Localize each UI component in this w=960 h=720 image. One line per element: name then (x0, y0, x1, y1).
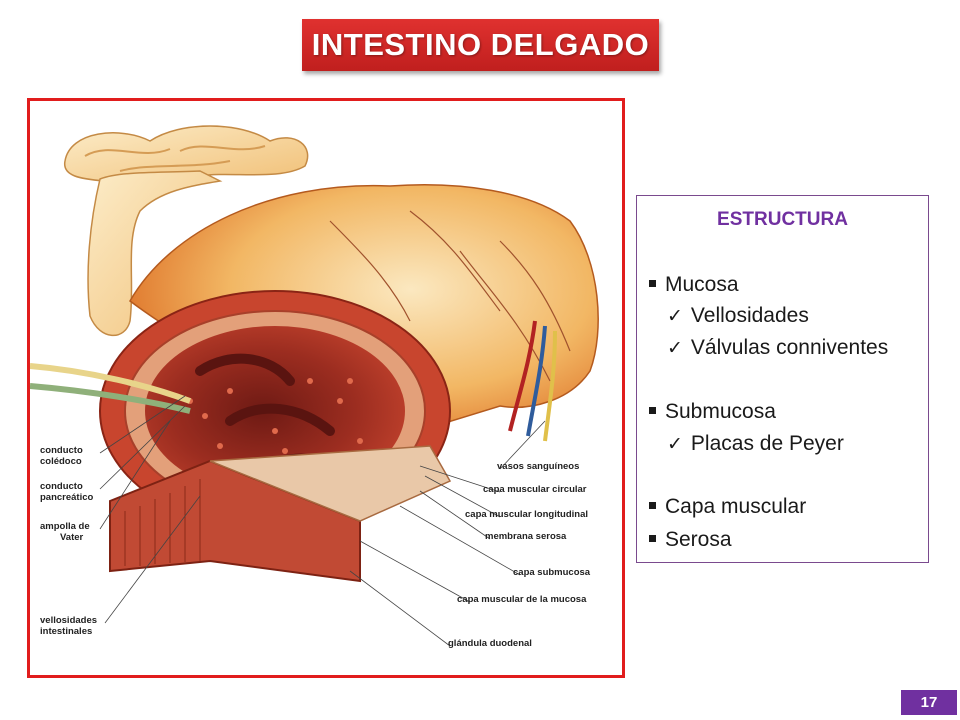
layer-cut-face (209, 445, 452, 522)
intestine-illustration-frame: conducto colédoco conducto pancreático a… (27, 98, 625, 678)
checkmark-icon: ✓ (667, 434, 683, 455)
label-capa-muscular-mucosa: capa muscular de la mucosa (457, 594, 587, 605)
label-glandula-duodenal: glándula duodenal (448, 638, 532, 649)
list-item-placas-peyer: ✓Placas de Peyer (667, 432, 844, 455)
bile-duct (30, 363, 192, 414)
intestinal-coils (64, 125, 309, 184)
label-capa-submucosa: capa submucosa (513, 567, 591, 578)
list-item-capa-muscular: Capa muscular (649, 495, 806, 519)
square-bullet-icon (649, 534, 656, 542)
list-item-submucosa: Submucosa (649, 400, 776, 424)
intestine-illustration: conducto colédoco conducto pancreático a… (30, 125, 599, 649)
structure-box: ESTRUCTURA Mucosa ✓Vellosidades ✓Válvula… (636, 195, 929, 563)
list-item-mucosa: Mucosa (649, 273, 739, 297)
page-title: INTESTINO DELGADO (311, 27, 650, 62)
label-vasos-sanguineos: vasos sanguíneos (497, 461, 579, 472)
label-capa-muscular-longitudinal: capa muscular longitudinal (465, 509, 588, 520)
title-banner: INTESTINO DELGADO (302, 19, 659, 71)
ascending-loop (87, 170, 223, 337)
surface-vessels (329, 210, 571, 382)
label-ampolla-vater: ampolla de Vater (40, 521, 92, 543)
square-bullet-icon (649, 406, 656, 414)
page-number-badge: 17 (901, 690, 957, 715)
checkmark-icon: ✓ (667, 306, 683, 327)
label-conducto-coledoco: conducto colédoco (40, 445, 85, 467)
label-membrana-serosa: membrana serosa (485, 531, 567, 542)
list-item-valvulas: ✓Válvulas conniventes (667, 336, 889, 359)
label-conducto-pancreatico: conducto pancreático (40, 481, 94, 503)
muscle-striations (124, 479, 201, 566)
square-bullet-icon (649, 279, 656, 287)
label-vellosidades-intestinales: vellosidades intestinales (40, 615, 100, 637)
label-capa-muscular-circular: capa muscular circular (483, 484, 587, 495)
list-item-serosa: Serosa (649, 528, 732, 552)
label-leaders (99, 395, 546, 647)
checkmark-icon: ✓ (667, 338, 683, 359)
square-bullet-icon (649, 501, 656, 509)
list-item-vellosidades: ✓Vellosidades (667, 304, 809, 327)
blood-vessel-bundle (508, 320, 557, 442)
structure-heading: ESTRUCTURA (717, 209, 848, 230)
